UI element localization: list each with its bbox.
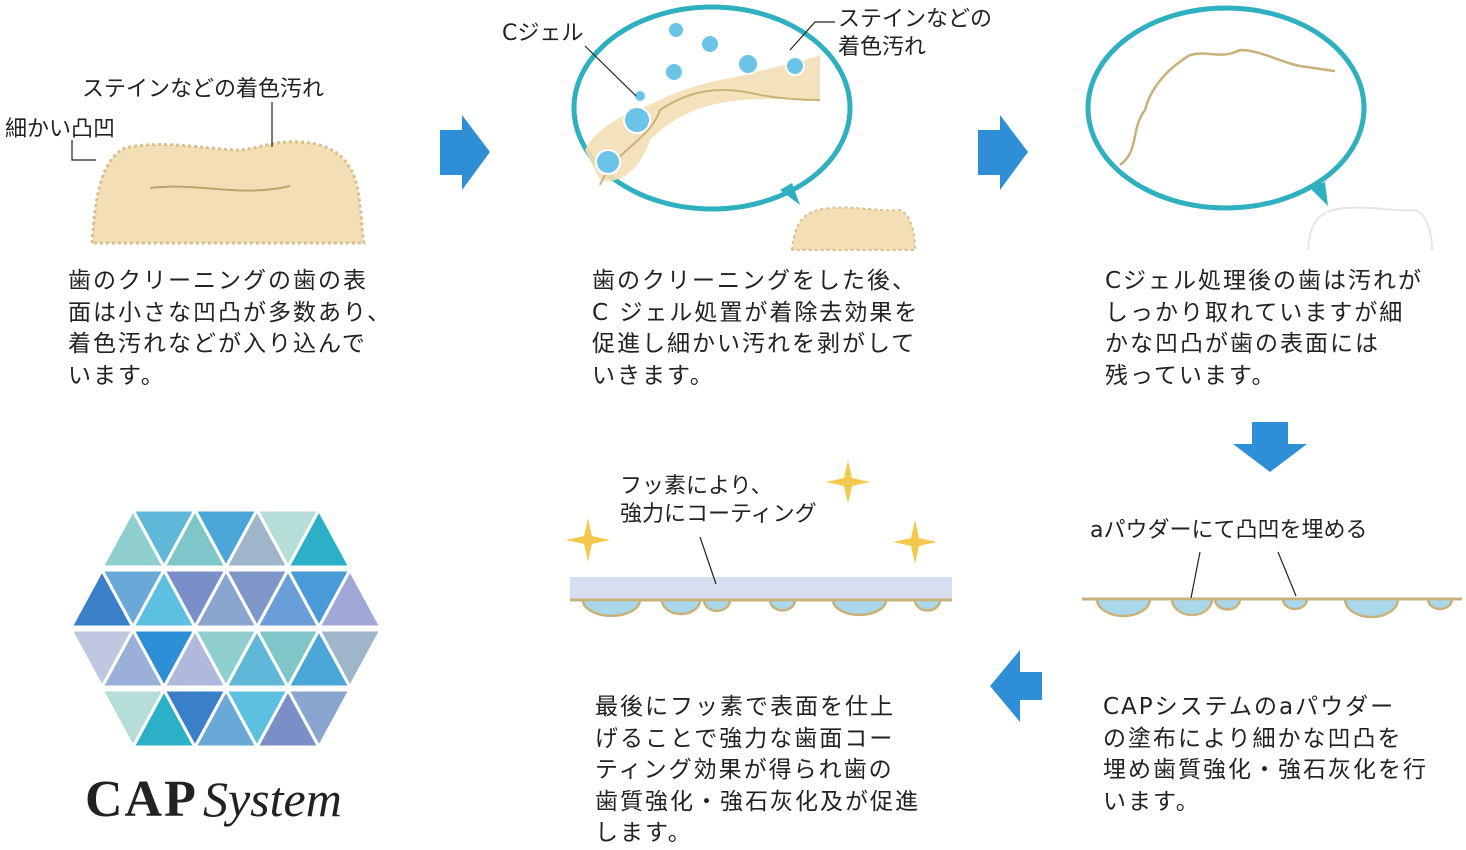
arrow-left-icon [990, 650, 1042, 722]
cap-system-logo-mark [68, 506, 384, 751]
arrow-right-icon [440, 115, 490, 190]
logo-triangle [285, 688, 353, 751]
label-bumps: 細かい凸凹 [5, 117, 116, 142]
logo-main: CAP [85, 771, 198, 828]
logo-triangle [285, 506, 353, 569]
step2-description: 歯のクリーニングをした後、 C ジェル処置が着除去効果を 促進し細かい汚れを剥が… [592, 268, 920, 389]
magnified-gel-view [571, 4, 917, 251]
magnified-clean-view [1085, 5, 1433, 251]
label-stain-2: ステインなどの 着色汚れ [838, 7, 993, 60]
logo-triangle [316, 566, 384, 629]
label-gel: Cジェル [502, 21, 584, 46]
sparkle-icon [566, 460, 937, 564]
label-fluoride: フッ素により、 強力にコーティング [620, 474, 817, 527]
step5-description: 最後にフッ素で表面を仕上 げることで強力な歯面コー ティング効果が得られ歯の 歯… [595, 694, 920, 846]
step3-description: Cジェル処理後の歯は汚れが しっかり取れていますが細 かな凹凸が歯の表面には 残… [1105, 268, 1424, 389]
logo-triangle [316, 628, 384, 691]
step1-description: 歯のクリーニングの歯の表 面は小さな凹凸が多数あり、 着色汚れなどが入り込んで … [68, 268, 393, 389]
powder-fill-illustration [1082, 551, 1462, 619]
arrow-right-icon [978, 115, 1028, 190]
step4-description: CAPシステムのaパウダー の塗布により細かな凹凸を 埋め歯質強化・強石灰化を行… [1103, 694, 1428, 815]
cap-system-logo: CAP System [85, 770, 342, 829]
fluoride-coating-illustration [566, 460, 952, 618]
label-powder: aパウダーにて凸凹を埋める [1090, 518, 1368, 543]
arrow-down-icon [1233, 422, 1307, 472]
logo-script: System [202, 771, 342, 827]
label-stain: ステインなどの着色汚れ [82, 77, 325, 102]
tooth-illustration-stained [71, 102, 366, 245]
